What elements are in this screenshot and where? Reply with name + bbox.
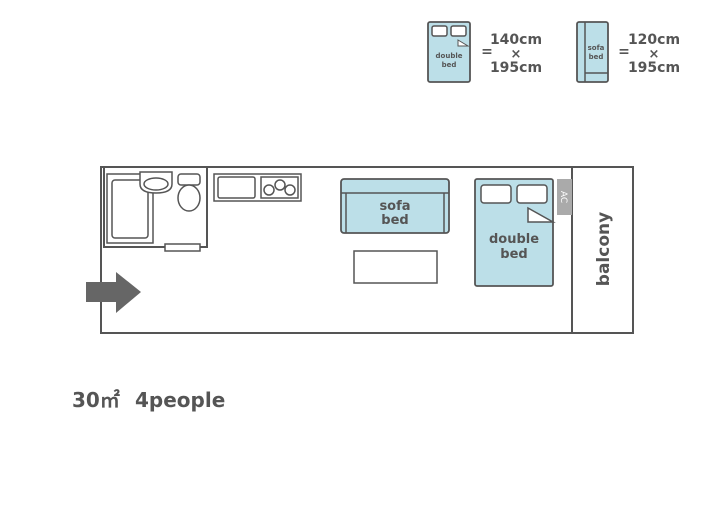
room-outline	[100, 166, 634, 334]
bathroom	[103, 167, 208, 252]
svg-text:bed: bed	[381, 213, 408, 228]
svg-text:sofa: sofa	[588, 44, 605, 52]
sofa-bed: sofa bed	[340, 178, 450, 234]
bathroom-door	[164, 243, 201, 252]
room-area: 30㎡	[72, 388, 120, 412]
balcony-label: balcony	[594, 212, 614, 286]
svg-text:140cm: 140cm	[490, 32, 542, 48]
legend-double-bed: double bed = 140cm × 195cm	[427, 21, 542, 83]
svg-text:=: =	[481, 44, 493, 60]
svg-text:sofa: sofa	[379, 199, 410, 214]
legend-sofa-bed: sofa bed = 120cm × 195cm	[576, 21, 680, 83]
double-bed: double bed	[474, 178, 556, 287]
svg-text:double: double	[489, 232, 539, 247]
svg-text:195cm: 195cm	[628, 60, 680, 76]
svg-text:double: double	[436, 52, 463, 60]
room-capacity: 4people	[135, 388, 225, 412]
svg-text:×: ×	[649, 47, 660, 62]
kitchen-counter	[213, 173, 302, 202]
air-conditioner: AC	[557, 179, 572, 215]
svg-text:AC: AC	[558, 191, 568, 203]
svg-text:bed: bed	[442, 61, 457, 69]
entrance-arrow-icon	[86, 272, 141, 313]
svg-text:195cm: 195cm	[490, 60, 542, 76]
svg-text:120cm: 120cm	[628, 32, 680, 48]
svg-text:bed: bed	[500, 247, 527, 262]
svg-text:×: ×	[511, 47, 522, 62]
svg-text:=: =	[618, 44, 630, 60]
table	[353, 250, 438, 284]
svg-text:bed: bed	[589, 53, 604, 61]
